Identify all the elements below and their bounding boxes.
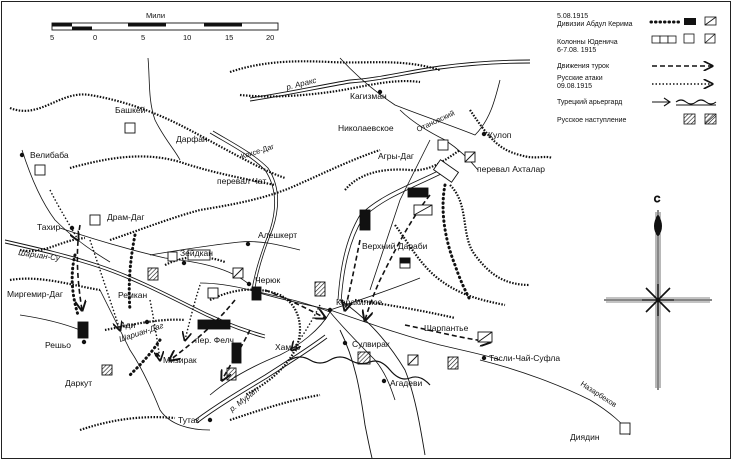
legend-yudenich-symbol — [651, 33, 716, 44]
label-kulop: Кулоп — [488, 130, 512, 140]
place-labels: Башкёй Дарфан Кагизман Николаевское Отан… — [7, 91, 618, 442]
label-sharpante: Шарпантье — [424, 323, 469, 333]
scale-tick-4: 10 — [183, 33, 191, 42]
label-felch-pass: пер. Фелч — [195, 335, 234, 345]
label-kokse-dag: Коксе-Даг — [240, 142, 276, 161]
compass-north-label: С — [654, 194, 660, 204]
label-nikolaevskoe: Николаевское — [338, 123, 394, 133]
abdul-kerim-front — [70, 183, 472, 377]
label-aleshkert: Алешкерт — [258, 230, 297, 240]
label-zeydkan: Зейдкан — [180, 248, 213, 258]
legend-rearguard-symbol — [652, 97, 717, 107]
legend-russian-attacks-label-1: Русские атаки — [557, 75, 603, 82]
label-agry-dag: Агры-Даг — [378, 151, 414, 161]
town-markers — [19, 89, 487, 423]
label-dram-dag: Драм-Даг — [107, 212, 144, 222]
label-mirgemir-dag: Миргемир-Даг — [7, 289, 63, 299]
legend-abdul-kerim-label: Дивизии Абдул Керима — [557, 20, 633, 28]
label-diyadin: Диядин — [570, 432, 600, 442]
scale-tick-1: 5 — [50, 33, 54, 42]
label-ahtalar-pass: перевал Ахталар — [477, 164, 545, 174]
legend-abdul-kerim-symbol — [649, 16, 717, 26]
mountain-ridges — [9, 60, 553, 432]
label-bashkoy: Башкёй — [115, 105, 146, 115]
label-chat-pass: перевал Чат — [217, 176, 266, 186]
legend: 5.08.1915 Дивизии Абдул Керима Колонны Ю… — [557, 13, 717, 125]
label-tasli-chay: Тасли-Чай-Суфла — [489, 353, 560, 363]
legend-rearguard-label: Турецкий арьергард — [557, 98, 622, 106]
scale-tick-2: 0 — [93, 33, 97, 42]
label-karakilise: Каракилисе — [336, 297, 383, 307]
label-verhniy-darabi: Верхний Дараби — [362, 241, 428, 251]
legend-yudenich-label-2: 6-7.08. 1915 — [557, 47, 596, 54]
label-hamur: Хамур — [275, 342, 300, 352]
rivers — [4, 59, 531, 459]
legend-russian-advance-label: Русское наступление — [557, 117, 627, 124]
scale-bar: Мили 5 0 5 10 15 20 — [50, 11, 279, 42]
scale-tick-6: 20 — [266, 33, 274, 42]
label-remkan: Ремкан — [118, 290, 147, 300]
russian-attacks — [49, 189, 321, 360]
unit-symbols — [34, 122, 631, 435]
label-darfan: Дарфан — [176, 134, 208, 144]
label-tutak: Тутак — [178, 415, 199, 425]
legend-russian-attacks-label-2: 09.08.1915 — [557, 83, 592, 90]
label-sulvirak: Сулвирак — [352, 339, 390, 349]
label-darkut: Даркут — [65, 378, 92, 388]
legend-yudenich-label-1: Колонны Юденича — [557, 39, 618, 46]
label-velibaba: Велибаба — [30, 150, 69, 160]
legend-turk-moves-label: Движения турок — [557, 63, 610, 70]
label-chereuk: Черюк — [255, 275, 280, 285]
compass: С — [604, 194, 712, 390]
roads — [19, 57, 631, 436]
label-reshyo: Решьо — [45, 340, 71, 350]
label-otanovskiy: Отановский — [415, 108, 456, 133]
scale-title: Мили — [146, 11, 165, 20]
scale-tick-5: 15 — [225, 33, 233, 42]
turkish-movements — [77, 194, 490, 380]
label-adi: Ади — [120, 320, 136, 330]
label-river-sharian-su: Шариан-Су — [18, 248, 62, 263]
label-agadevi: Агадеви — [390, 378, 423, 388]
legend-date: 5.08.1915 — [557, 13, 588, 20]
label-kagizman: Кагизман — [350, 91, 387, 101]
label-nazarbekov: Назарбеков — [579, 379, 618, 409]
scale-tick-3: 5 — [141, 33, 145, 42]
legend-russian-advance-symbol — [683, 113, 717, 125]
label-mizirak: Мизирак — [163, 355, 197, 365]
label-tahir: Тахир — [37, 222, 61, 232]
